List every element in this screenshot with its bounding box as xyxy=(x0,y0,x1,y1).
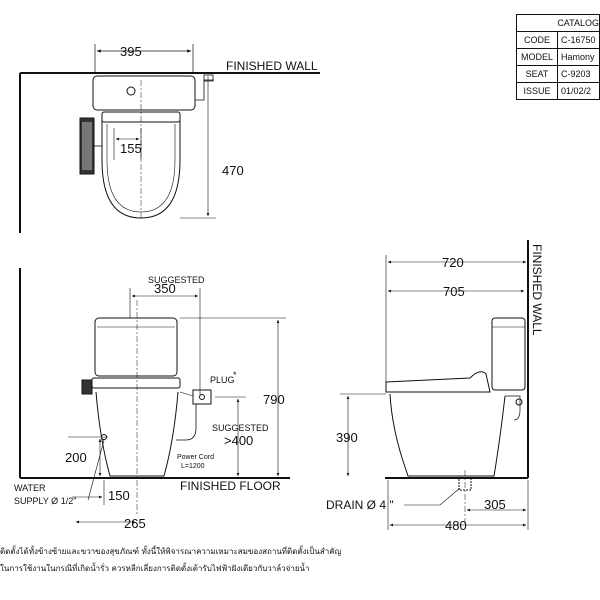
front-suggested-height-label: SUGGESTED xyxy=(212,423,269,433)
side-seat xyxy=(385,371,491,393)
side-drain-label: DRAIN Ø 4 " xyxy=(326,498,394,512)
table-row: CODE C-16750 xyxy=(516,31,600,49)
note-line: ติดตั้งได้ทั้งข้างซ้ายและขวาของสุขภัณฑ์ … xyxy=(0,547,342,556)
catalog-key: ISSUE xyxy=(516,82,558,100)
catalog-key: SEAT xyxy=(516,65,558,83)
side-tank xyxy=(491,317,526,391)
catalog-header: CATALOG xyxy=(516,14,600,32)
front-power-cord-label: Power Cord xyxy=(177,454,214,461)
catalog-table: CATALOG CODE C-16750 MODEL Hamony SEAT C… xyxy=(516,14,600,100)
catalog-value: C-9203 xyxy=(557,65,600,83)
plan-tank xyxy=(92,75,196,111)
catalog-value: 01/02/2 xyxy=(557,82,600,100)
front-height-dim: 790 xyxy=(263,392,285,407)
table-row: ISSUE 01/02/2 xyxy=(516,82,600,100)
front-view xyxy=(19,268,290,524)
front-control-panel xyxy=(81,379,93,395)
catalog-value: C-16750 xyxy=(557,31,600,49)
side-view xyxy=(340,240,529,530)
front-plug xyxy=(192,389,212,405)
table-row: MODEL Hamony xyxy=(516,48,600,66)
installation-notes: ติดตั้งได้ทั้งข้างซ้ายและขวาของสุขภัณฑ์ … xyxy=(0,543,600,577)
side-base-depth-dim: 480 xyxy=(445,518,467,533)
front-plug-label: PLUG xyxy=(210,375,235,385)
front-floor-label: FINISHED FLOOR xyxy=(180,479,281,493)
catalog-key: MODEL xyxy=(516,48,558,66)
front-suggested-label: SUGGESTED xyxy=(148,275,205,285)
front-water-size: SUPPLY Ø 1/2" xyxy=(14,496,76,506)
front-suggested-height-dim: >400 xyxy=(224,433,253,448)
plan-flush-button xyxy=(126,86,136,96)
front-water-label: WATER xyxy=(14,483,46,493)
side-overall-depth-dim: 720 xyxy=(442,255,464,270)
catalog-value: Hamony xyxy=(557,48,600,66)
side-drain-offset-dim: 305 xyxy=(484,497,506,512)
front-power-cord-length: L=1200 xyxy=(181,463,205,470)
side-bowl xyxy=(389,393,506,477)
front-tank xyxy=(94,317,178,377)
catalog-key: CODE xyxy=(516,31,558,49)
front-offset-dim: 150 xyxy=(108,488,130,503)
side-body-depth-dim: 705 xyxy=(443,284,465,299)
plan-center-dim: 155 xyxy=(120,141,142,156)
plan-width-dim: 395 xyxy=(120,44,142,59)
front-seat xyxy=(91,377,181,389)
plan-view xyxy=(19,44,320,233)
front-half-width-dim: 265 xyxy=(124,516,146,531)
plan-depth-dim: 470 xyxy=(222,163,244,178)
table-row: SEAT C-9203 xyxy=(516,65,600,83)
side-wall-label: FINISHED WALL xyxy=(530,244,544,336)
side-seat-height-dim: 390 xyxy=(336,430,358,445)
note-line: ในการใช้งานในกรณีที่เกิดน้ำรั่ว ควรหลีกเ… xyxy=(0,564,310,573)
front-water-height-dim: 200 xyxy=(65,450,87,465)
front-suggested-dim: 350 xyxy=(154,281,176,296)
plan-wall-label: FINISHED WALL xyxy=(226,59,318,73)
front-plug-asterisk: * xyxy=(233,370,237,380)
